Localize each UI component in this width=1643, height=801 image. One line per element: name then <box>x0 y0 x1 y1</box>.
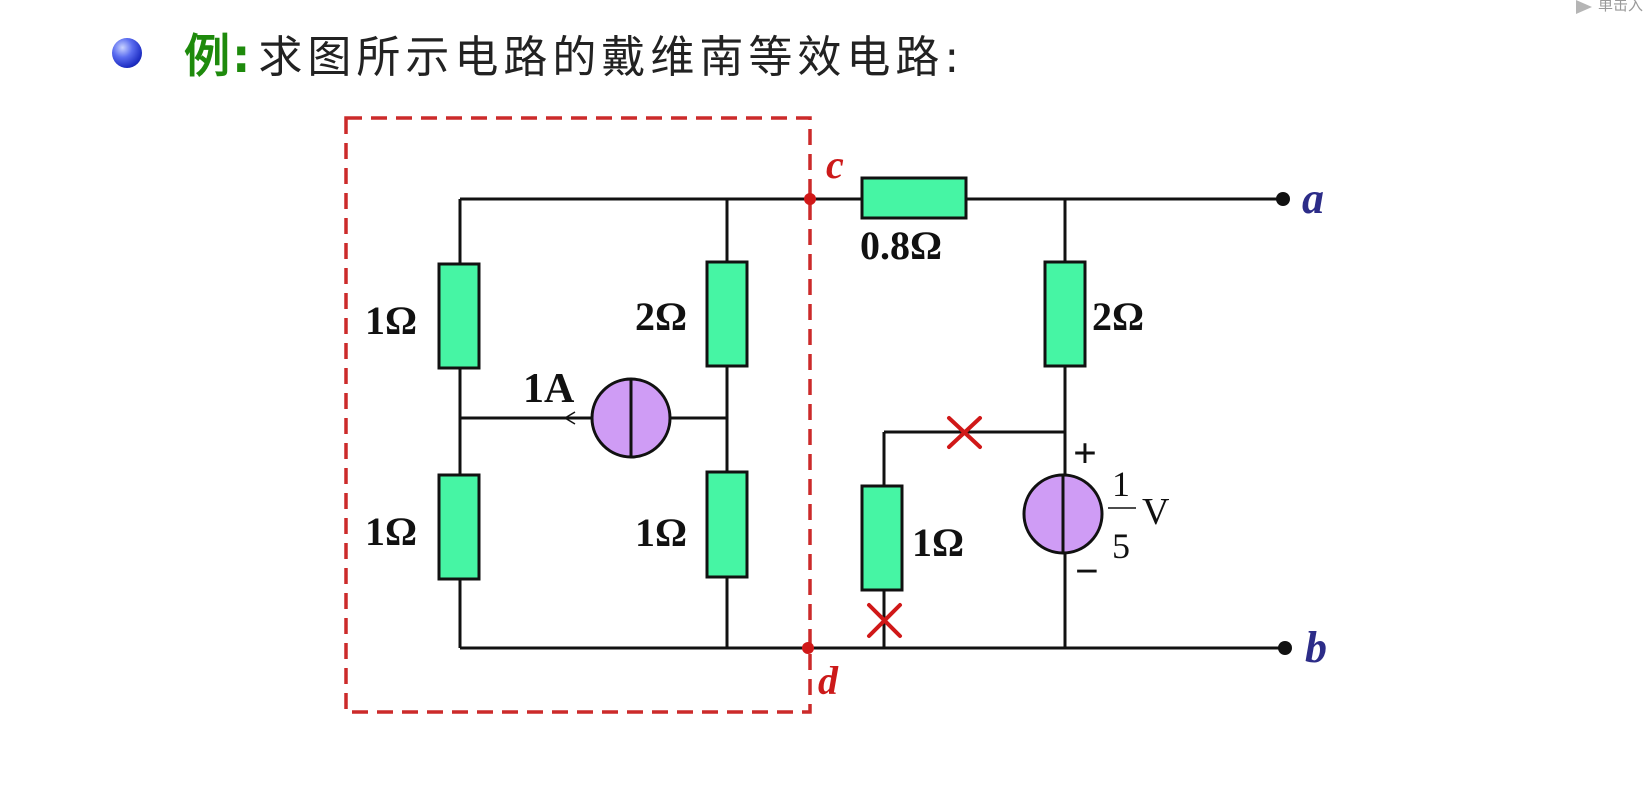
slideshow-control[interactable]: 单击入 <box>1575 0 1643 14</box>
current-source <box>564 377 672 459</box>
dashed-box <box>344 116 812 714</box>
node-dot-d <box>802 642 814 654</box>
bullet-icon <box>112 38 142 68</box>
node-label-b: b <box>1305 623 1327 672</box>
cross-icon-top <box>947 416 982 449</box>
cross-icon-bottom <box>867 603 902 638</box>
resistor-left-bottom <box>437 473 481 581</box>
voltage-unit: V <box>1142 491 1170 533</box>
polarity-plus: + <box>1073 431 1097 477</box>
wires <box>458 197 1285 650</box>
node-label-a: a <box>1302 174 1324 223</box>
label-series-top: 0.8Ω <box>860 223 942 268</box>
label-mid-top: 2Ω <box>635 294 687 339</box>
terminal-dot-b <box>1278 641 1292 655</box>
label-left-bottom: 1Ω <box>365 509 417 554</box>
play-icon <box>1575 0 1592 14</box>
resistor-series-top <box>860 176 968 220</box>
voltage-numerator: 1 <box>1112 464 1130 504</box>
cross-marks <box>867 416 982 638</box>
resistor-right-top <box>1043 260 1087 368</box>
resistor-mid-bottom <box>705 470 749 579</box>
problem-title: 求图所示电路的戴维南等效电路: <box>258 32 965 83</box>
resistor-right-bottom <box>860 484 904 592</box>
label-mid-bottom: 1Ω <box>635 510 687 555</box>
resistors <box>437 176 1087 592</box>
node-dot-c <box>804 193 816 205</box>
title-row: 例: 求图所示电路的戴维南等效电路: <box>112 18 964 88</box>
terminal-dot-a <box>1276 192 1290 206</box>
label-left-top: 1Ω <box>365 298 417 343</box>
current-arrow-icon <box>564 411 576 425</box>
slideshow-control-label: 单击入 <box>1597 0 1643 14</box>
label-current-source: 1A <box>523 366 575 412</box>
voltage-source <box>1022 473 1104 555</box>
label-right-bottom: 1Ω <box>912 520 964 565</box>
polarity-minus: − <box>1075 549 1099 595</box>
label-right-top: 2Ω <box>1092 294 1144 339</box>
resistor-left-top <box>437 262 481 370</box>
node-label-c: c <box>826 142 844 187</box>
node-label-d: d <box>818 658 839 703</box>
example-label: 例: <box>184 29 253 83</box>
resistor-mid-top <box>705 260 749 368</box>
voltage-denominator: 5 <box>1112 526 1130 566</box>
